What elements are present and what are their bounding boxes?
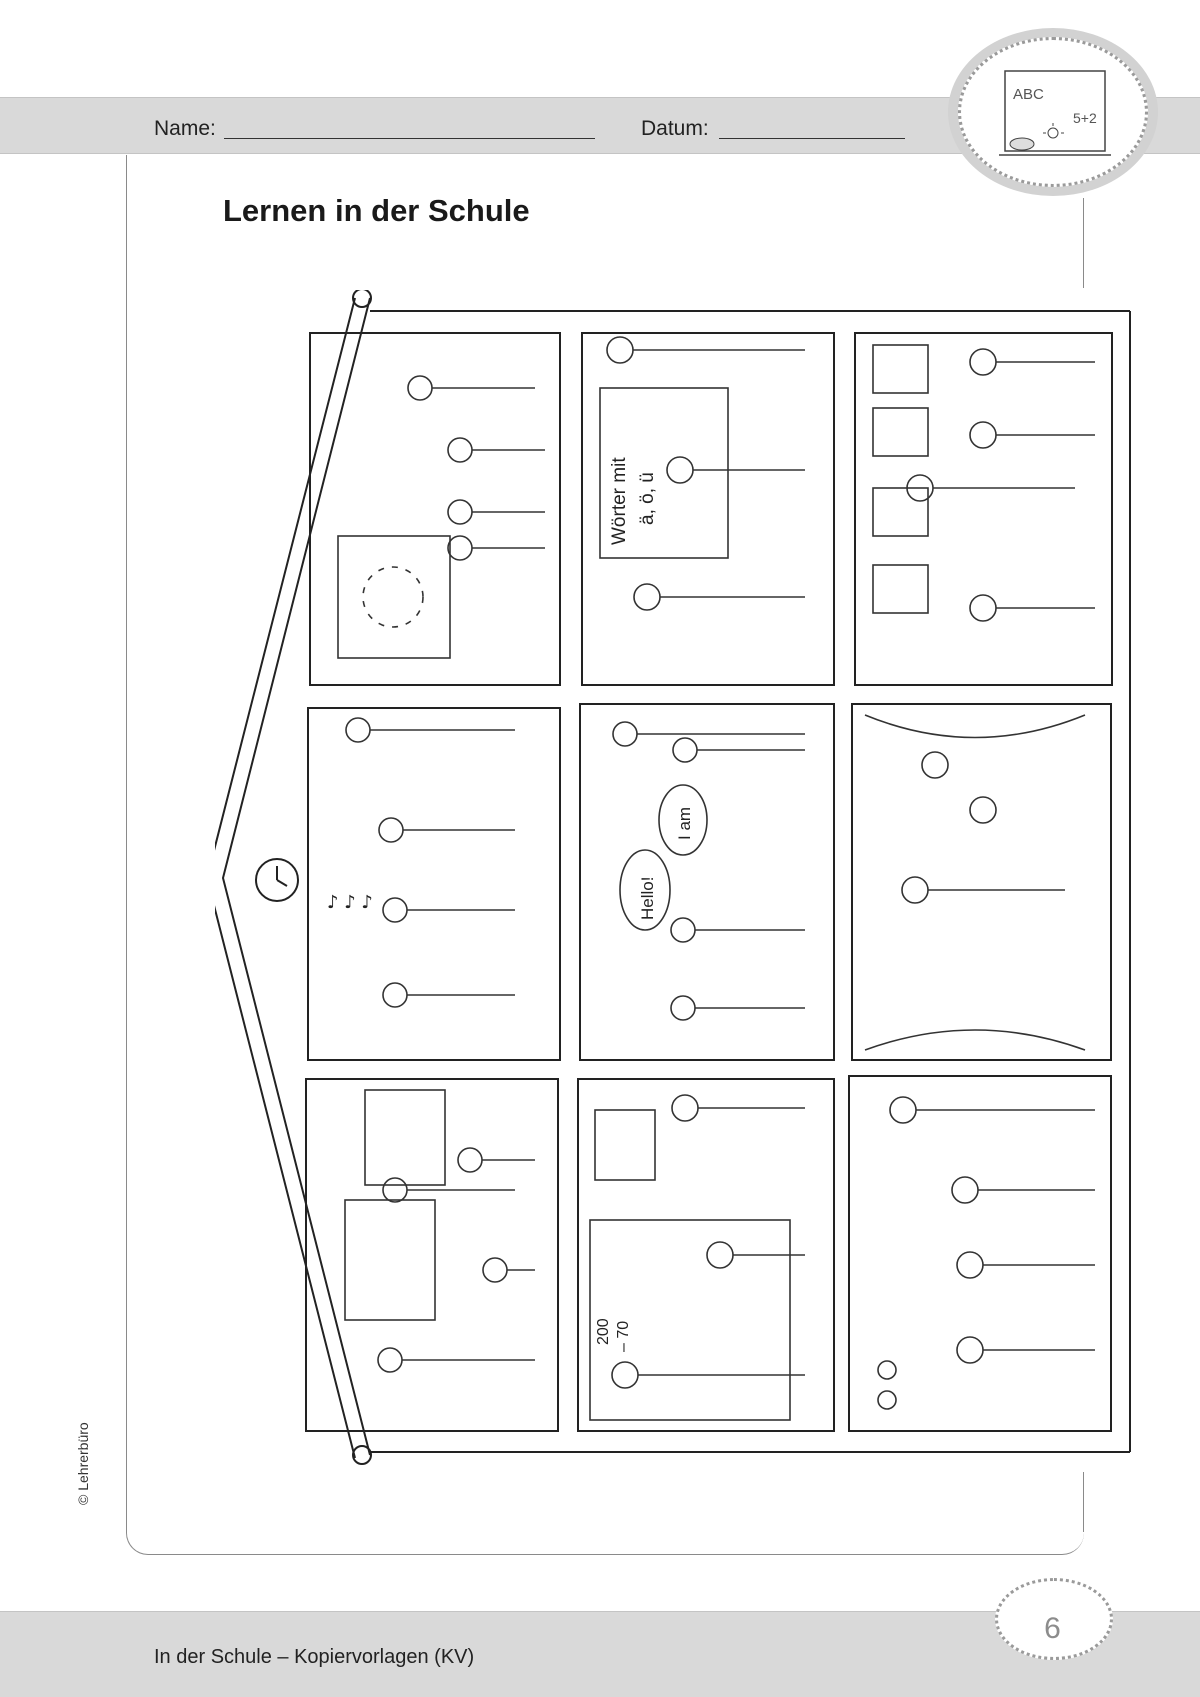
clock-icon [255, 858, 299, 902]
room-sport [848, 1075, 1112, 1432]
frame-edge-top [1083, 198, 1084, 288]
room-music-instruments [307, 707, 561, 1061]
room-science [305, 1078, 559, 1432]
room-art [854, 332, 1113, 686]
room-music-circle [309, 332, 561, 686]
worksheet-title: Lernen in der Schule [223, 193, 530, 228]
name-field-line[interactable] [224, 138, 595, 139]
roof-end-bottom [352, 1445, 372, 1465]
frame-edge-bottom [1083, 1472, 1084, 1532]
board-text-sum: 5+2 [1073, 110, 1097, 126]
room-theatre [851, 703, 1112, 1061]
date-field-line[interactable] [719, 138, 905, 139]
blackboard-icon: ABC 5+2 [999, 70, 1111, 156]
music-note-icon: ♪ ♪ ♪ [327, 892, 373, 913]
math-text-200: 200 [595, 1318, 612, 1345]
page-number-badge [995, 1578, 1113, 1660]
math-text-70: – 70 [615, 1321, 632, 1352]
roof-outline-outer [215, 297, 356, 1459]
speech-iam: I am [675, 807, 694, 840]
footer-text: In der Schule – Kopiervorlagen (KV) [154, 1646, 475, 1668]
room-english [579, 703, 835, 1061]
name-label: Name: [154, 117, 216, 140]
board-text-abc: ABC [1013, 86, 1044, 103]
copyright-label: © Lehrerbüro [75, 1422, 91, 1505]
board-text-umlauts: ä, ö, ü [637, 472, 658, 525]
date-label: Datum: [641, 117, 709, 140]
page-number: 6 [1044, 1612, 1061, 1645]
board-text-woerter: Wörter mit [609, 457, 630, 545]
roof-end-top [352, 290, 372, 308]
school-illustration: Wörter mit ä, ö, ü ♪ ♪ ♪ Hello! I am 20 [215, 290, 1131, 1465]
room-math [577, 1078, 835, 1432]
roof-outline [221, 297, 371, 1456]
room-german [581, 332, 835, 686]
content-frame [126, 155, 1084, 1555]
speech-hello: Hello! [638, 877, 657, 920]
